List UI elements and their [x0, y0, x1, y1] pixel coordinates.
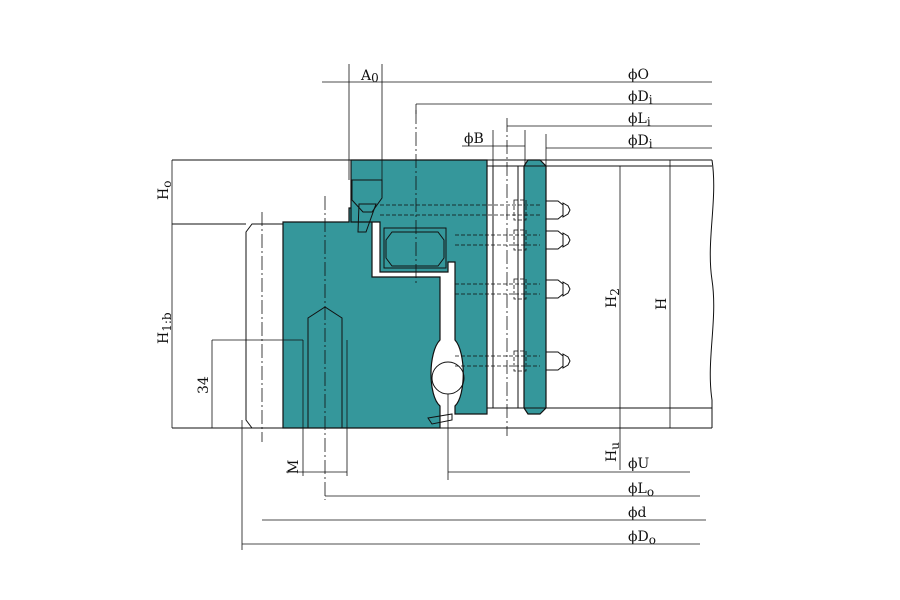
top-dimensions: [322, 64, 712, 180]
label-di-top: ϕDi: [628, 89, 653, 107]
label-h2: H2: [604, 288, 622, 308]
flange-ring-section: [523, 159, 547, 415]
label-o: ϕO: [628, 67, 649, 83]
roller-element: [383, 227, 447, 269]
label-a0: A0: [360, 68, 379, 85]
label-lo: ϕLo: [628, 481, 654, 499]
dimension-labels: A0 ϕO ϕDi ϕLi ϕB ϕDi Ho H1:b 34 H2 H Hu …: [156, 67, 670, 547]
label-u: ϕU: [628, 456, 650, 472]
label-34: 34: [196, 376, 212, 394]
bottom-dimensions: [241, 394, 706, 550]
housing-outline: [172, 159, 715, 429]
inner-ring-section: [350, 159, 488, 415]
ball-element: [431, 361, 465, 395]
bolt-row-2: [455, 229, 571, 251]
label-do: ϕDo: [628, 529, 656, 547]
tapped-hole: [302, 306, 348, 429]
bolt-row-1: [380, 199, 571, 221]
bolt-row-3: [455, 278, 571, 300]
right-dimensions: [619, 160, 671, 470]
label-d: ϕd: [628, 505, 647, 521]
left-dimensions: [171, 160, 303, 428]
label-li: ϕLi: [628, 111, 651, 129]
inner-ring-body: [350, 159, 488, 415]
bolt-row-4: [455, 350, 571, 372]
outer-ring-body: [282, 207, 441, 429]
label-m: M: [286, 460, 302, 474]
flange-ring-body: [523, 159, 547, 415]
label-h: H: [654, 298, 670, 310]
label-hu: Hu: [604, 442, 622, 462]
label-h1b: H1:b: [156, 312, 174, 344]
label-ho: Ho: [156, 181, 174, 200]
bottom-seal: [427, 413, 453, 425]
label-di: ϕDi: [628, 133, 653, 151]
center-lines: [261, 110, 508, 500]
outer-ring-section: [282, 207, 441, 429]
label-b: ϕB: [464, 131, 484, 147]
